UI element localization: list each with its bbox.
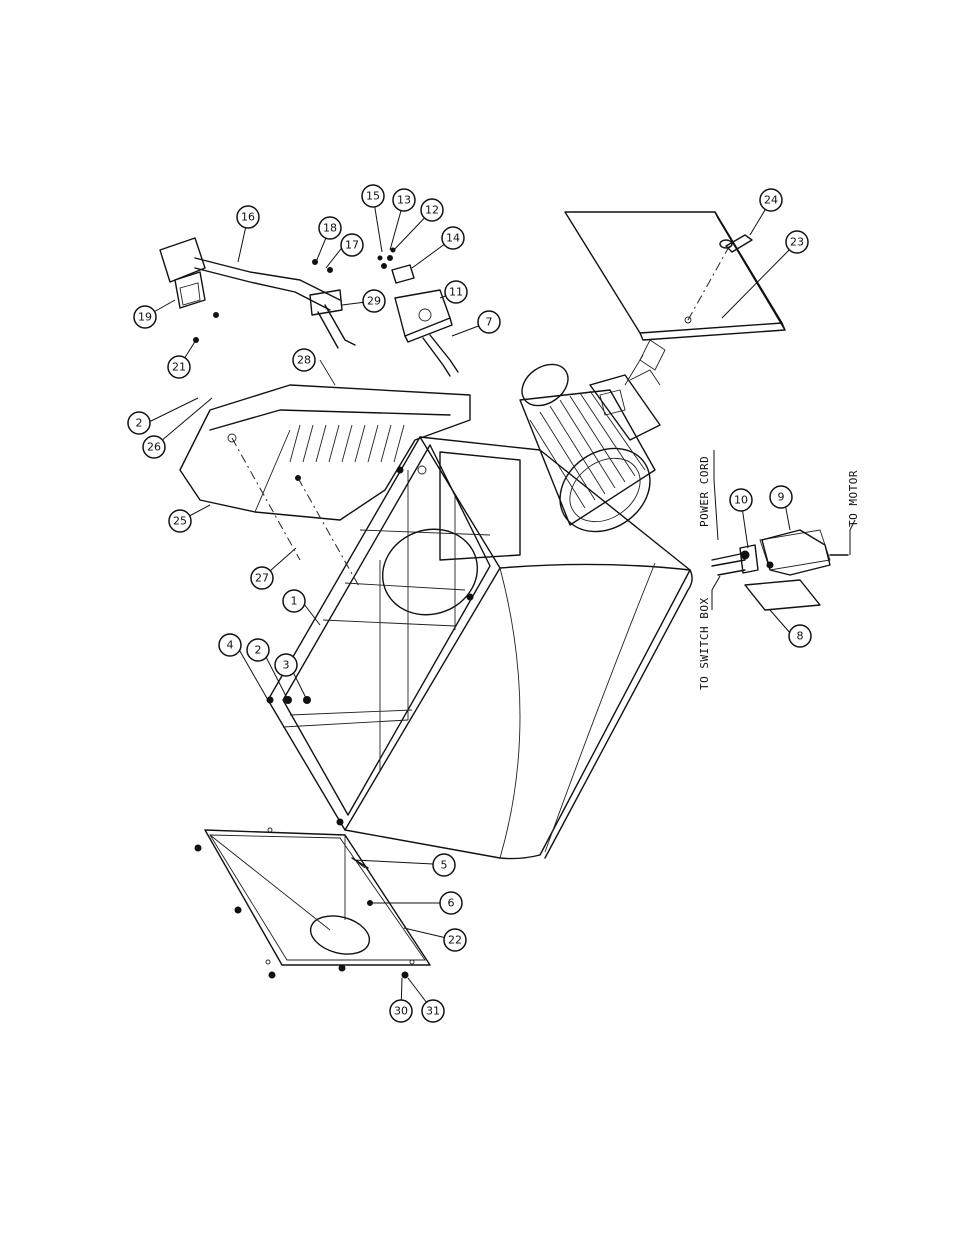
callout-14: 14 xyxy=(442,227,464,249)
callout-8-label: 8 xyxy=(797,630,804,643)
callout-1-label: 1 xyxy=(291,595,298,608)
callout-26: 26 xyxy=(143,436,165,458)
callout-9-label: 9 xyxy=(778,491,785,504)
callout-10: 10 xyxy=(730,489,752,511)
callout-17: 17 xyxy=(341,234,363,256)
callout-3-label: 3 xyxy=(283,659,290,672)
callout-22: 22 xyxy=(444,929,466,951)
callout-27: 27 xyxy=(251,567,273,589)
callout-7: 7 xyxy=(478,311,500,333)
callout-19: 19 xyxy=(134,306,156,328)
callout-4-label: 4 xyxy=(227,639,234,652)
cabinet-body xyxy=(267,437,692,859)
callout-28: 28 xyxy=(293,349,315,371)
note-power-cord: POWER CORD xyxy=(698,456,711,527)
callout-12-label: 12 xyxy=(425,204,439,217)
callout-4: 4 xyxy=(219,634,241,656)
callout-1: 1 xyxy=(283,590,305,612)
callout-18-label: 18 xyxy=(323,222,337,235)
callout-5: 5 xyxy=(433,854,455,876)
callout-2b: 2 xyxy=(247,639,269,661)
motor xyxy=(514,356,666,549)
callout-17-label: 17 xyxy=(345,239,359,252)
callout-15-label: 15 xyxy=(366,190,380,203)
callout-3: 3 xyxy=(275,654,297,676)
callout-2a-label: 2 xyxy=(136,417,143,430)
callout-11-label: 11 xyxy=(449,286,463,299)
callout-5-label: 5 xyxy=(441,859,448,872)
callout-29-label: 29 xyxy=(367,295,381,308)
callout-19-label: 19 xyxy=(138,311,152,324)
note-to-switch-box: TO SWITCH BOX xyxy=(698,597,711,690)
callout-29: 29 xyxy=(363,290,385,312)
wiring-fittings xyxy=(712,530,848,610)
callout-6: 6 xyxy=(440,892,462,914)
callout-23-label: 23 xyxy=(790,236,804,249)
door-panel xyxy=(565,212,785,385)
note-to-motor: TO MOTOR xyxy=(847,470,860,527)
switch-arm-assembly xyxy=(160,238,355,348)
callout-26-label: 26 xyxy=(147,441,161,454)
callout-27-label: 27 xyxy=(255,572,269,585)
callout-2b-label: 2 xyxy=(255,644,262,657)
callout-30: 30 xyxy=(390,1000,412,1022)
callout-12: 12 xyxy=(421,199,443,221)
callout-28-label: 28 xyxy=(297,354,311,367)
callout-21: 21 xyxy=(168,356,190,378)
callout-24: 24 xyxy=(760,189,782,211)
callout-10-label: 10 xyxy=(734,494,748,507)
callout-8: 8 xyxy=(789,625,811,647)
mounting-plate xyxy=(378,248,458,376)
callout-21-label: 21 xyxy=(172,361,186,374)
callout-31: 31 xyxy=(422,1000,444,1022)
callout-22-label: 22 xyxy=(448,934,462,947)
callout-23: 23 xyxy=(786,231,808,253)
callout-7-label: 7 xyxy=(486,316,493,329)
callout-13: 13 xyxy=(393,189,415,211)
callout-15: 15 xyxy=(362,185,384,207)
belt-guard xyxy=(180,360,470,520)
callout-24-label: 24 xyxy=(764,194,778,207)
callout-2a: 2 xyxy=(128,412,150,434)
callout-14-label: 14 xyxy=(446,232,460,245)
callout-6-label: 6 xyxy=(448,897,455,910)
callout-16: 16 xyxy=(237,206,259,228)
callout-30-label: 30 xyxy=(394,1005,408,1018)
callout-31-label: 31 xyxy=(426,1005,440,1018)
callout-25-label: 25 xyxy=(173,515,187,528)
callout-16-label: 16 xyxy=(241,211,255,224)
callout-25: 25 xyxy=(169,510,191,532)
callout-9: 9 xyxy=(770,486,792,508)
callout-13-label: 13 xyxy=(397,194,411,207)
callout-18: 18 xyxy=(319,217,341,239)
callout-11: 11 xyxy=(445,281,467,303)
